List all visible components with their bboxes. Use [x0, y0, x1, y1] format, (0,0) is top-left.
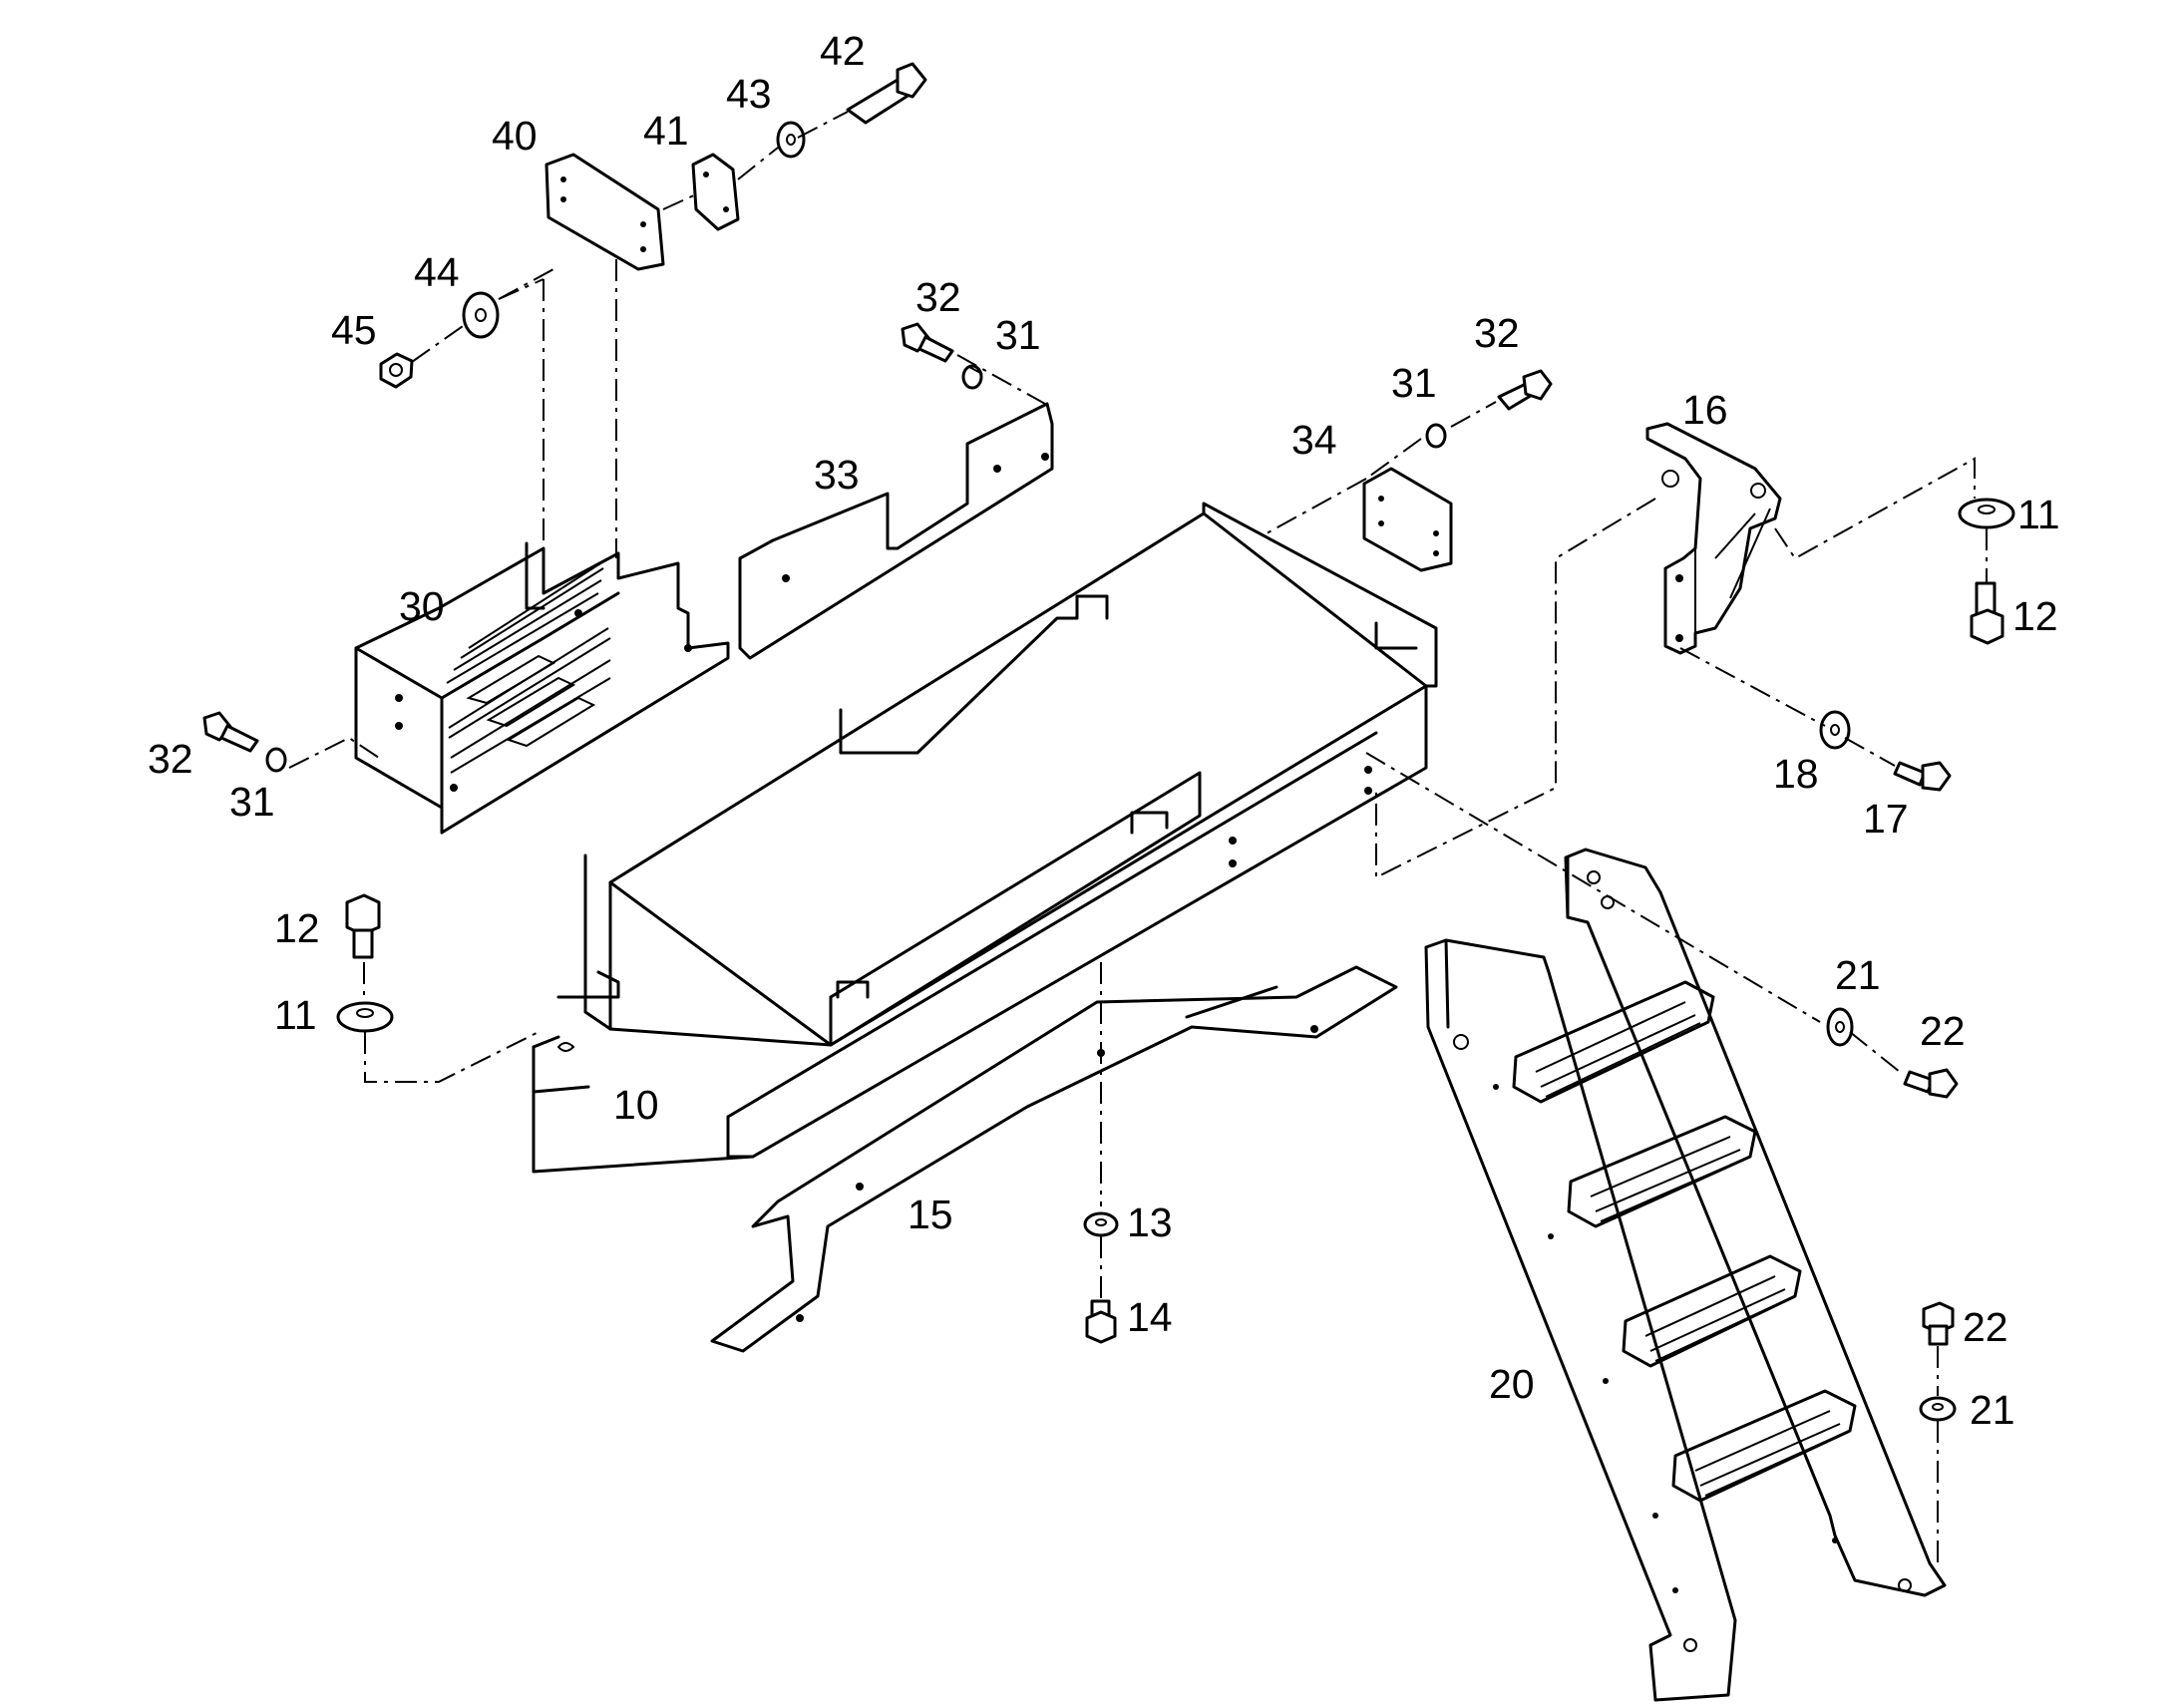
small-plate [1362, 467, 1453, 572]
callout-18: 18 [1773, 751, 1819, 797]
plate-41 [691, 153, 740, 231]
callout-22-lower: 22 [1963, 1304, 2008, 1350]
ladder-step-3 [1622, 1254, 1802, 1368]
bolt-22-lower [1922, 1301, 1955, 1346]
callout-10: 10 [613, 1082, 659, 1128]
callout-12-right: 12 [2012, 593, 2058, 639]
callout-14: 14 [1127, 1294, 1173, 1340]
bolt-32-left [202, 711, 259, 753]
bolt-14 [1085, 1299, 1117, 1344]
bolt-32-right [1497, 369, 1553, 411]
washer-44 [462, 291, 500, 339]
washer-43 [776, 121, 806, 159]
callout-43: 43 [726, 71, 772, 117]
callout-45: 45 [331, 307, 377, 353]
callout-32-right: 32 [1474, 310, 1520, 356]
bolt-17 [1893, 761, 1952, 792]
callout-30: 30 [399, 583, 445, 629]
bolt-22-upper [1903, 1068, 1959, 1099]
callout-41: 41 [643, 108, 689, 154]
bolt-42 [846, 62, 927, 125]
plate-40 [545, 153, 665, 271]
callout-11-left: 11 [274, 992, 317, 1038]
callout-labels: 42 43 41 40 44 45 32 31 33 30 32 31 32 3… [148, 28, 2060, 1433]
ladder [1424, 848, 1947, 1702]
callout-42: 42 [820, 28, 866, 74]
ladder-step-4 [1671, 1389, 1857, 1503]
callout-16: 16 [1682, 387, 1728, 433]
callout-34: 34 [1291, 417, 1337, 463]
assembly-leader-lines [288, 111, 1988, 1565]
callout-40: 40 [492, 113, 538, 159]
bolt-32-top [901, 322, 954, 363]
ladder-step-2 [1567, 1115, 1757, 1228]
callout-33: 33 [814, 452, 860, 498]
hardware [202, 62, 2015, 1422]
callout-15: 15 [908, 1192, 953, 1237]
callout-32-left: 32 [148, 736, 193, 782]
washer-21-upper [1826, 1007, 1854, 1047]
callout-44: 44 [414, 249, 460, 295]
mounting-bracket [1645, 422, 1782, 655]
ladder-step-1 [1512, 980, 1715, 1104]
callout-12-left: 12 [274, 905, 320, 951]
upper-step-frame [354, 541, 730, 835]
bolt-12-left [345, 893, 381, 959]
callout-13: 13 [1127, 1199, 1173, 1245]
callout-31-right: 31 [1391, 360, 1437, 406]
callout-20: 20 [1489, 1361, 1535, 1407]
callout-21-lower: 21 [1970, 1387, 2015, 1433]
callout-31-top: 31 [995, 312, 1041, 358]
cover-plate [738, 402, 1054, 660]
step-box-tray [532, 502, 1438, 1174]
support-strap [710, 965, 1398, 1353]
washer-18 [1819, 710, 1851, 750]
callout-31-left: 31 [229, 779, 275, 825]
callout-22-upper: 22 [1920, 1008, 1966, 1054]
callout-17: 17 [1863, 796, 1909, 842]
bolt-12-right [1970, 581, 2004, 645]
nut-45 [379, 352, 414, 389]
callout-32-top: 32 [915, 274, 961, 320]
callout-11-right: 11 [2017, 492, 2060, 537]
callout-21-upper: 21 [1835, 952, 1881, 998]
